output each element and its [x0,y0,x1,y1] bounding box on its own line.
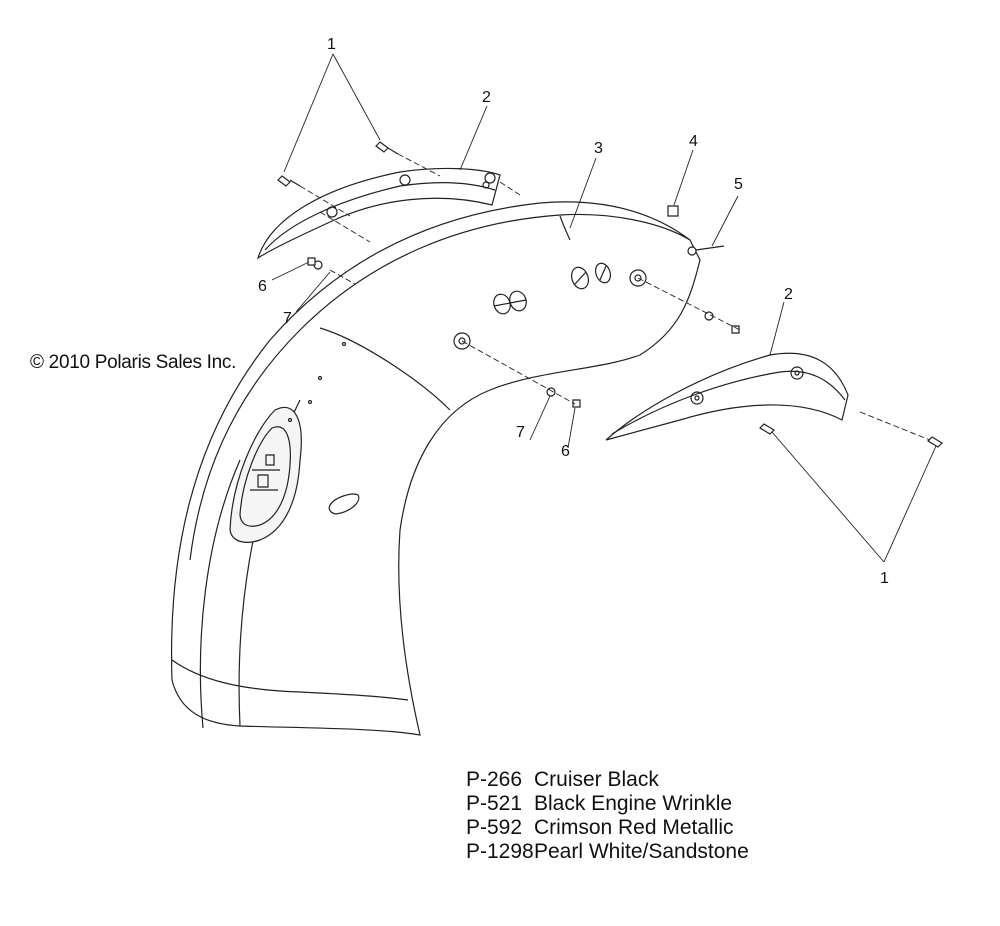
legend-row: P-266 Cruiser Black [466,768,749,792]
legend-code: P-1298 [466,840,534,863]
legend-name: Cruiser Black [534,768,659,791]
copyright-notice: © 2010 Polaris Sales Inc. [30,352,237,373]
paint-code-legend: P-266 Cruiser Black P-521 Black Engine Wri… [466,768,749,864]
rear-fender [172,202,700,735]
callout-1-top: 1 [327,36,336,53]
callout-7-mid: 7 [516,424,525,441]
callout-2-right: 2 [784,286,793,303]
legend-code: P-592 [466,816,523,839]
legend-name: Black Engine Wrinkle [534,792,733,815]
legend-code: P-521 [466,792,523,815]
legend-name: Crimson Red Metallic [534,816,734,839]
callout-3: 3 [594,140,603,157]
fender-rail-right [606,353,848,440]
legend-row: P-521 Black Engine Wrinkle [466,792,749,816]
callout-6-mid: 6 [561,443,570,460]
callout-4: 4 [689,133,698,150]
callout-5: 5 [734,176,743,193]
legend-code: P-266 [466,768,523,791]
callout-1-bottom: 1 [880,570,889,587]
callout-7-left: 7 [283,310,292,327]
legend-row: P-592 Crimson Red Metallic [466,816,749,840]
callout-6-left: 6 [258,278,267,295]
leader-lines [272,54,936,562]
legend-row: P-1298Pearl White/Sandstone [466,840,749,864]
callout-2-top: 2 [482,89,491,106]
legend-name: Pearl White/Sandstone [534,840,749,863]
